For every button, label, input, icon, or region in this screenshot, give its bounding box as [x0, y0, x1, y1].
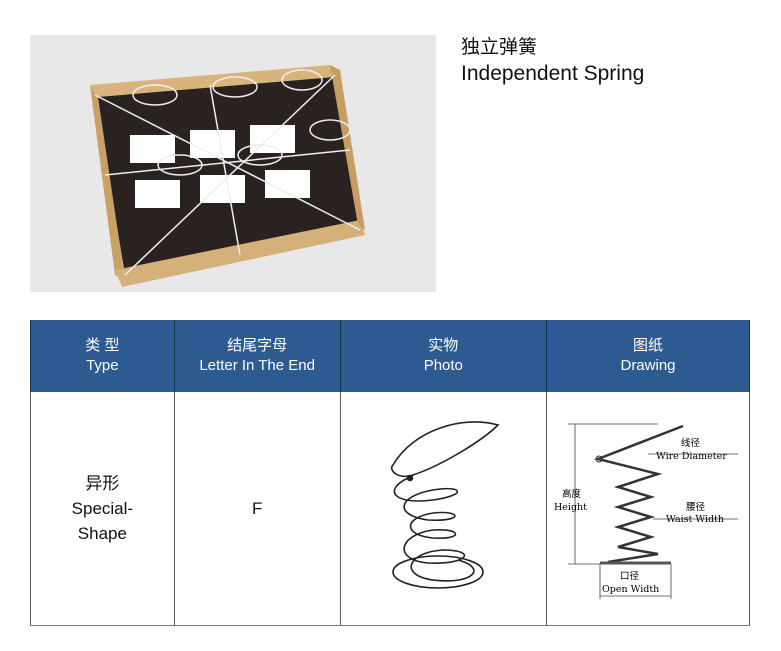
open-zh: 口径 — [620, 570, 640, 582]
cell-type: 异形 Special- Shape — [30, 392, 175, 626]
header-zh: 结尾字母 — [227, 337, 288, 354]
header-letter: 结尾字母 Letter In The End — [173, 320, 341, 392]
header-type: 类 型 Type — [30, 320, 175, 392]
wire-zh: 线径 — [681, 437, 701, 449]
header-zh: 类 型 — [85, 337, 120, 354]
header-en: Drawing — [620, 357, 676, 374]
table-row: 异形 Special- Shape F 线径 Wire Diameter 高度 He… — [30, 392, 750, 626]
title-en: Independent Spring — [461, 62, 645, 85]
header-en: Letter In The End — [199, 357, 315, 374]
header-en: Photo — [423, 357, 463, 374]
cell-photo — [339, 392, 548, 626]
title-zh: 独立弹簧 — [461, 37, 538, 58]
table-header: 类 型 Type 结尾字母 Letter In The End 实物 Photo 图纸… — [30, 320, 750, 392]
height-zh: 高度 — [562, 488, 582, 500]
height-en: Height — [554, 502, 587, 513]
type-zh: 异形 — [85, 474, 120, 493]
header-zh: 图纸 — [632, 337, 663, 354]
type-en: Special- — [71, 499, 134, 518]
spec-table: 类 型 Type 结尾字母 Letter In The End 实物 Photo 图纸… — [30, 320, 750, 626]
type-en: Shape — [77, 524, 127, 543]
product-photo — [30, 35, 436, 292]
waist-zh: 腰径 — [686, 501, 706, 513]
header-en: Type — [86, 357, 119, 374]
wire-en: Wire Diameter — [656, 451, 727, 462]
open-en: Open Width — [602, 584, 659, 595]
spring-drawing: 线径 Wire Diameter 高度 Height 腰径 Waist Widt… — [554, 423, 738, 599]
cell-drawing: 线径 Wire Diameter 高度 Height 腰径 Waist Widt… — [546, 392, 750, 626]
header-photo: 实物 Photo — [339, 320, 548, 392]
header-zh: 实物 — [428, 337, 459, 354]
cell-letter: F — [173, 392, 341, 626]
waist-en: Waist Width — [666, 514, 724, 525]
header-drawing: 图纸 Drawing — [546, 320, 750, 392]
spring-photo — [391, 421, 500, 589]
page-title: 独立弹簧 Independent Spring — [461, 36, 644, 88]
